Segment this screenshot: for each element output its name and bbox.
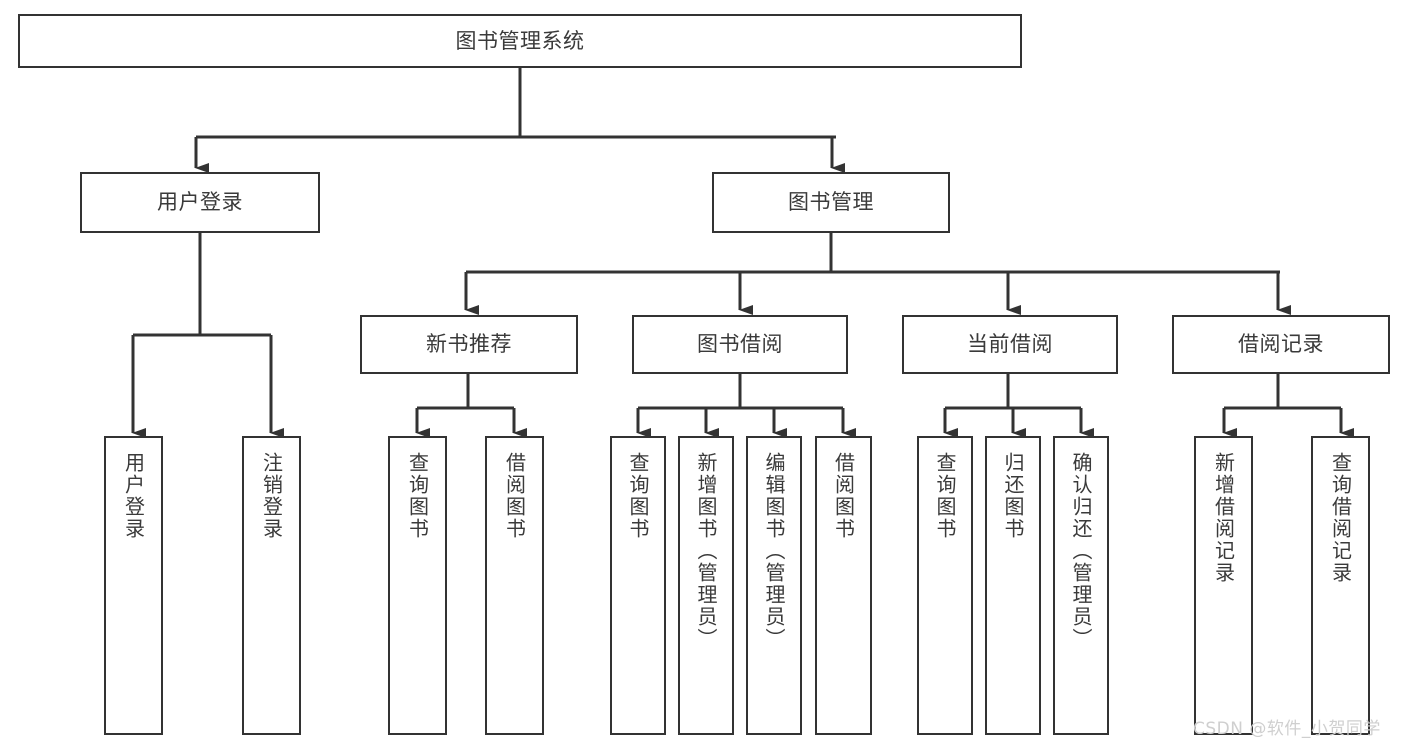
node-book-borrow[interactable]: 图书借阅 <box>632 315 848 374</box>
leaf-new-book-1[interactable]: 查询图书 <box>388 436 447 735</box>
leaf-book-borrow-1-label: 查询图书 <box>626 452 650 540</box>
node-current-borrow[interactable]: 当前借阅 <box>902 315 1118 374</box>
leaf-book-borrow-2-label: 新增图书（管理员） <box>694 452 718 650</box>
node-user-login[interactable]: 用户登录 <box>80 172 320 233</box>
leaf-borrow-record-2[interactable]: 查询借阅记录 <box>1311 436 1370 735</box>
leaf-borrow-record-1-label: 新增借阅记录 <box>1211 452 1236 584</box>
node-root-label: 图书管理系统 <box>455 28 585 53</box>
leaf-current-borrow-1-label: 查询图书 <box>933 452 957 540</box>
node-book-manage[interactable]: 图书管理 <box>712 172 950 233</box>
leaf-book-borrow-3[interactable]: 编辑图书（管理员） <box>746 436 802 735</box>
node-borrow-record[interactable]: 借阅记录 <box>1172 315 1390 374</box>
node-user-login-label: 用户登录 <box>157 190 243 215</box>
node-root[interactable]: 图书管理系统 <box>18 14 1022 68</box>
node-new-book-recommend[interactable]: 新书推荐 <box>360 315 578 374</box>
leaf-book-borrow-3-label: 编辑图书（管理员） <box>762 452 786 650</box>
leaf-user-login-1-label: 用户登录 <box>121 452 146 540</box>
leaf-borrow-record-1[interactable]: 新增借阅记录 <box>1194 436 1253 735</box>
leaf-new-book-2-label: 借阅图书 <box>502 452 527 540</box>
leaf-user-login-2-label: 注销登录 <box>259 452 284 540</box>
leaf-new-book-1-label: 查询图书 <box>405 452 430 540</box>
leaf-current-borrow-1[interactable]: 查询图书 <box>917 436 973 735</box>
leaf-current-borrow-3[interactable]: 确认归还（管理员） <box>1053 436 1109 735</box>
leaf-current-borrow-2-label: 归还图书 <box>1001 452 1025 540</box>
leaf-book-borrow-4-label: 借阅图书 <box>831 452 856 540</box>
leaf-book-borrow-4[interactable]: 借阅图书 <box>815 436 872 735</box>
leaf-current-borrow-3-label: 确认归还（管理员） <box>1069 452 1093 650</box>
leaf-book-borrow-1[interactable]: 查询图书 <box>610 436 666 735</box>
node-book-borrow-label: 图书借阅 <box>697 332 783 357</box>
leaf-current-borrow-2[interactable]: 归还图书 <box>985 436 1041 735</box>
node-borrow-record-label: 借阅记录 <box>1238 332 1324 357</box>
node-book-manage-label: 图书管理 <box>788 190 874 215</box>
leaf-borrow-record-2-label: 查询借阅记录 <box>1328 452 1353 584</box>
leaf-user-login-2[interactable]: 注销登录 <box>242 436 301 735</box>
leaf-book-borrow-2[interactable]: 新增图书（管理员） <box>678 436 734 735</box>
leaf-new-book-2[interactable]: 借阅图书 <box>485 436 544 735</box>
leaf-user-login-1[interactable]: 用户登录 <box>104 436 163 735</box>
node-new-book-recommend-label: 新书推荐 <box>426 332 512 357</box>
node-current-borrow-label: 当前借阅 <box>967 332 1053 357</box>
